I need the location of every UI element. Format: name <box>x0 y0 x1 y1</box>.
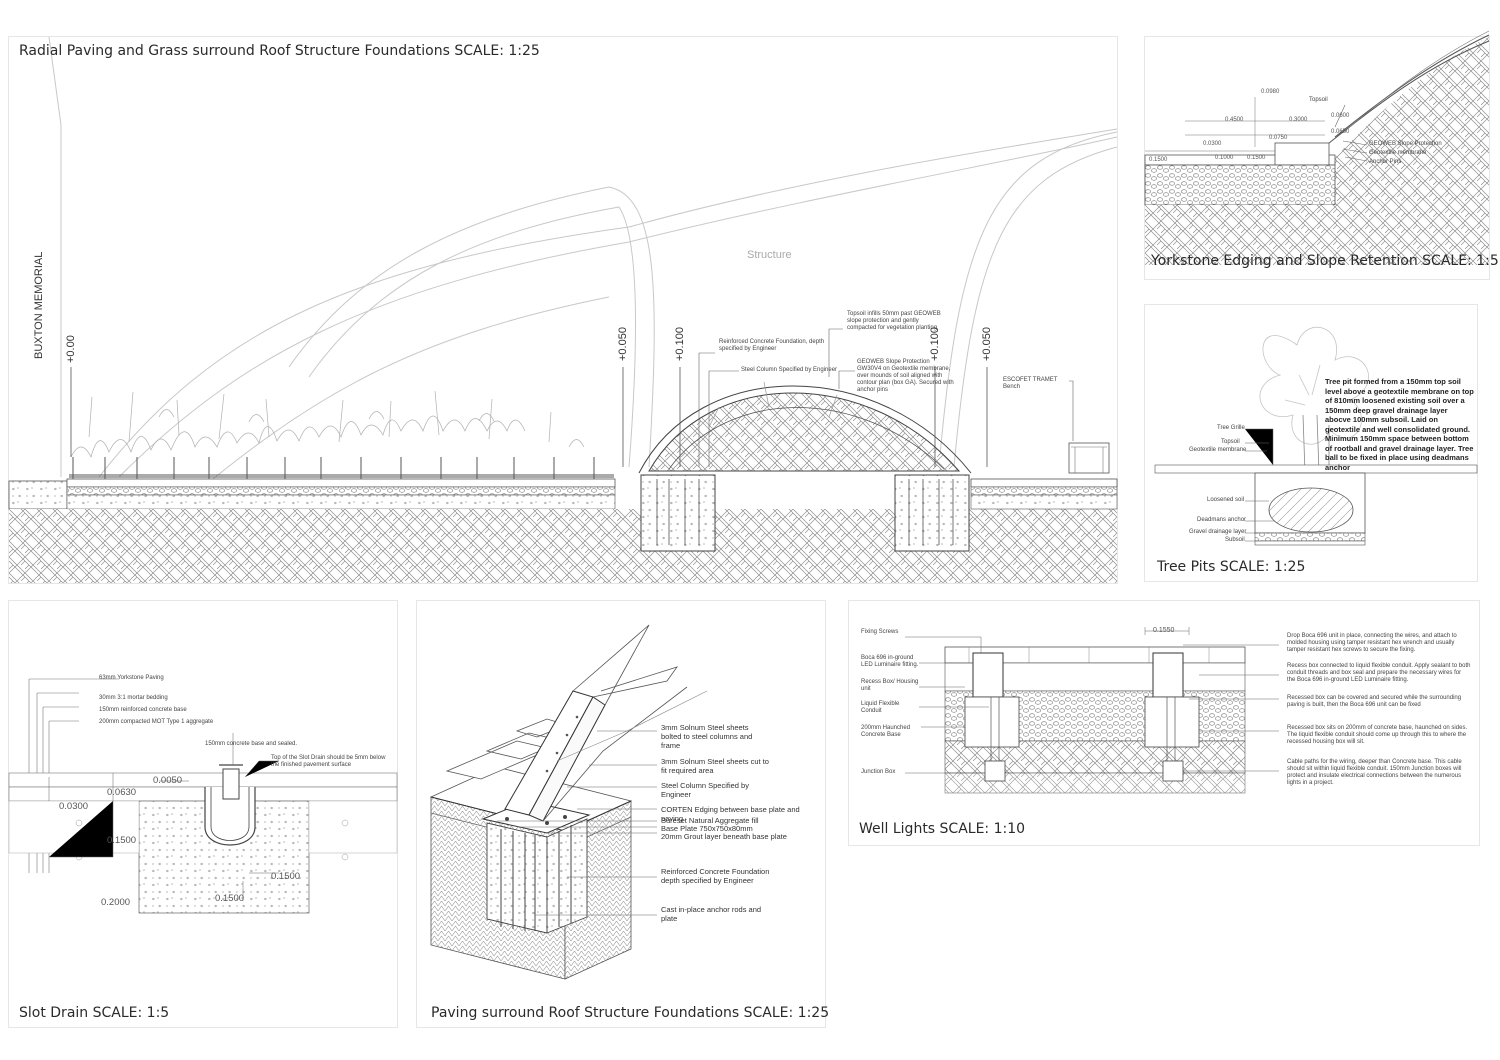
slot-drain-label: 150mm reinforced concrete base <box>99 707 187 713</box>
tree-pit-label: Topsoil <box>1221 439 1240 445</box>
vegetation-left <box>70 390 585 458</box>
tree-pits-panel: Tree pit formed from a 150mm top soil le… <box>1144 304 1478 582</box>
paving-foundation-drawing <box>429 624 708 980</box>
tree-pit-label: Gravel drainage layer <box>1189 529 1247 535</box>
tree-pit-label: Loosened soil <box>1207 497 1245 503</box>
level-label: +0.100 <box>929 327 941 361</box>
slot-drain-label: 150mm concrete base and sealed. <box>205 741 298 747</box>
yorkstone-drawing <box>1144 30 1490 265</box>
paving-foundation-label: Base Plate 750x750x80mm <box>661 824 753 833</box>
well-lights-note: Recessed box sits on 200mm of concrete b… <box>1287 725 1468 745</box>
well-lights-title: Well Lights SCALE: 1:10 <box>859 821 1026 837</box>
tree-pits-drawing <box>1154 327 1478 546</box>
yorkstone-label: GEOWEB Slope Protection <box>1369 141 1442 147</box>
paving-foundation-label: Reinforced Concrete Foundation depth spe… <box>661 867 770 885</box>
topsoil-annotation: Topsoil infills 50mm past GEOWEB slope p… <box>847 311 941 331</box>
yorkstone-dim: 0.0650 <box>1331 129 1350 135</box>
slot-drain-label: 63mm Yorkstone Paving <box>99 675 164 681</box>
slot-drain-dim: 0.0300 <box>59 801 89 812</box>
paving-foundation-label: Steel Column Specified by Engineer <box>661 781 749 799</box>
level-label: +0.050 <box>617 327 629 361</box>
well-lights-label: Boca 696 in-ground LED Luminaire fitting… <box>861 655 919 668</box>
yorkstone-title: Yorkstone Edging and Slope Retention SCA… <box>1151 253 1499 269</box>
memorial-line <box>48 36 62 477</box>
yorkstone-dim: 0.1000 <box>1215 155 1234 161</box>
yorkstone-label: Geotextile membrane <box>1369 150 1427 156</box>
yorkstone-dim: 0.0300 <box>1203 141 1222 147</box>
well-lights-drawing <box>905 627 1279 794</box>
tree-pits-title: Tree Pits SCALE: 1:25 <box>1157 559 1306 575</box>
slot-drain-dim: 0.0050 <box>153 775 183 786</box>
post-row <box>69 457 614 479</box>
yorkstone-dim: 0.4500 <box>1225 117 1244 123</box>
well-lights-dim: 0.1550 <box>1153 627 1175 634</box>
main-section-title: Radial Paving and Grass surround Roof St… <box>19 43 540 59</box>
yorkstone-panel: 0.0980 0.4500 0.3000 0.0600 0.0750 0.030… <box>1144 30 1499 280</box>
memorial-label: BUXTON MEMORIAL <box>33 251 45 359</box>
slot-drain-drawing <box>8 678 398 914</box>
slot-drain-panel: 63mm Yorkstone Paving 30mm 3:1 mortar be… <box>8 600 398 1028</box>
well-lights-label: Fixing Screws <box>861 629 899 635</box>
column-annotation: Steel Column Specified by Engineer <box>741 367 838 373</box>
yorkstone-dim: 0.0980 <box>1261 89 1280 95</box>
well-lights-label: Recess Box/ Housing unit <box>861 679 919 692</box>
slot-drain-dim: 0.0630 <box>107 787 137 798</box>
tree-pit-label: Subsoil <box>1225 537 1245 543</box>
slot-drain-label: Top of the Slot Drain should be 5mm belo… <box>271 755 386 768</box>
slot-drain-dim: 0.2000 <box>101 897 131 908</box>
paving-foundation-label: Sureset Natural Aggregate fill <box>661 816 759 825</box>
level-label: +0.050 <box>981 327 993 361</box>
slot-drain-dim: 0.1500 <box>215 893 245 904</box>
tree-pit-label: Geotextile membrane <box>1189 447 1247 453</box>
yorkstone-label: Anchor Pins <box>1369 159 1402 165</box>
paving-foundation-title: Paving surround Roof Structure Foundatio… <box>431 1005 830 1021</box>
well-lights-note: Drop Boca 696 unit in place, connecting … <box>1287 633 1457 653</box>
well-lights-label: Junction Box <box>861 769 896 775</box>
well-lights-note: Cable paths for the wiring, deeper than … <box>1287 759 1462 786</box>
foundation-annotation: Reinforced Concrete Foundation, depth sp… <box>719 339 825 352</box>
paving-foundation-label: 3mm Solnum Steel sheets cut to fit requi… <box>661 757 769 775</box>
well-lights-label: 200mm Haunched Concrete Base <box>861 725 911 738</box>
paving-foundation-label: CORTEN Edging between base plate and pav… <box>661 805 800 823</box>
slot-drain-dim: 0.1500 <box>271 871 301 882</box>
bench-annotation: ESCOFET TRAMET Bench <box>1003 377 1058 390</box>
yorkstone-dim: 0.0600 <box>1331 113 1350 119</box>
well-lights-note: Recess box connected to liquid flexible … <box>1287 663 1471 683</box>
slot-drain-dim: 0.1500 <box>107 835 137 846</box>
level-label: +0.100 <box>674 327 686 361</box>
tree-pit-description: Tree pit formed from a 150mm top soil le… <box>1325 377 1474 472</box>
paving-foundation-panel: 3mm Solnum Steel sheets bolted to steel … <box>416 600 830 1028</box>
tree-canopy <box>1259 327 1369 445</box>
paving-foundation-label: 3mm Solnum Steel sheets bolted to steel … <box>661 723 753 750</box>
structure-label: Structure <box>747 249 792 261</box>
well-lights-label: Liquid Flexible Conduit <box>861 701 900 714</box>
well-lights-panel: 0.1550 Fixing Screws Boca 696 in-ground … <box>848 600 1480 846</box>
paving-foundation-label: Cast in-place anchor rods and plate <box>661 905 762 923</box>
yorkstone-dim: 0.1500 <box>1247 155 1266 161</box>
level-label: +0.00 <box>65 335 77 363</box>
yorkstone-label: Topsoil <box>1309 97 1328 103</box>
slot-drain-label: 30mm 3:1 mortar bedding <box>99 695 168 701</box>
main-section-drawing <box>8 36 1118 583</box>
slot-drain-title: Slot Drain SCALE: 1:5 <box>19 1005 170 1021</box>
slot-drain-label: 200mm compacted MOT Type 1 aggregate <box>99 719 214 725</box>
yorkstone-dim: 0.0750 <box>1269 135 1288 141</box>
well-lights-note: Recessed box can be covered and secured … <box>1287 695 1462 708</box>
paving-foundation-label: 20mm Grout layer beneath base plate <box>661 832 787 841</box>
yorkstone-dim: 0.1500 <box>1149 157 1168 163</box>
geoweb-annotation: GEOWEB Slope Protection GW30V4 on Geotex… <box>857 359 954 393</box>
yorkstone-dim: 0.3000 <box>1289 117 1308 123</box>
tree-pit-label: Tree Grille <box>1217 425 1245 431</box>
tree-pit-label: Deadmans anchor <box>1197 517 1247 523</box>
main-section-panel: Radial Paving and Grass surround Roof St… <box>8 36 1118 584</box>
